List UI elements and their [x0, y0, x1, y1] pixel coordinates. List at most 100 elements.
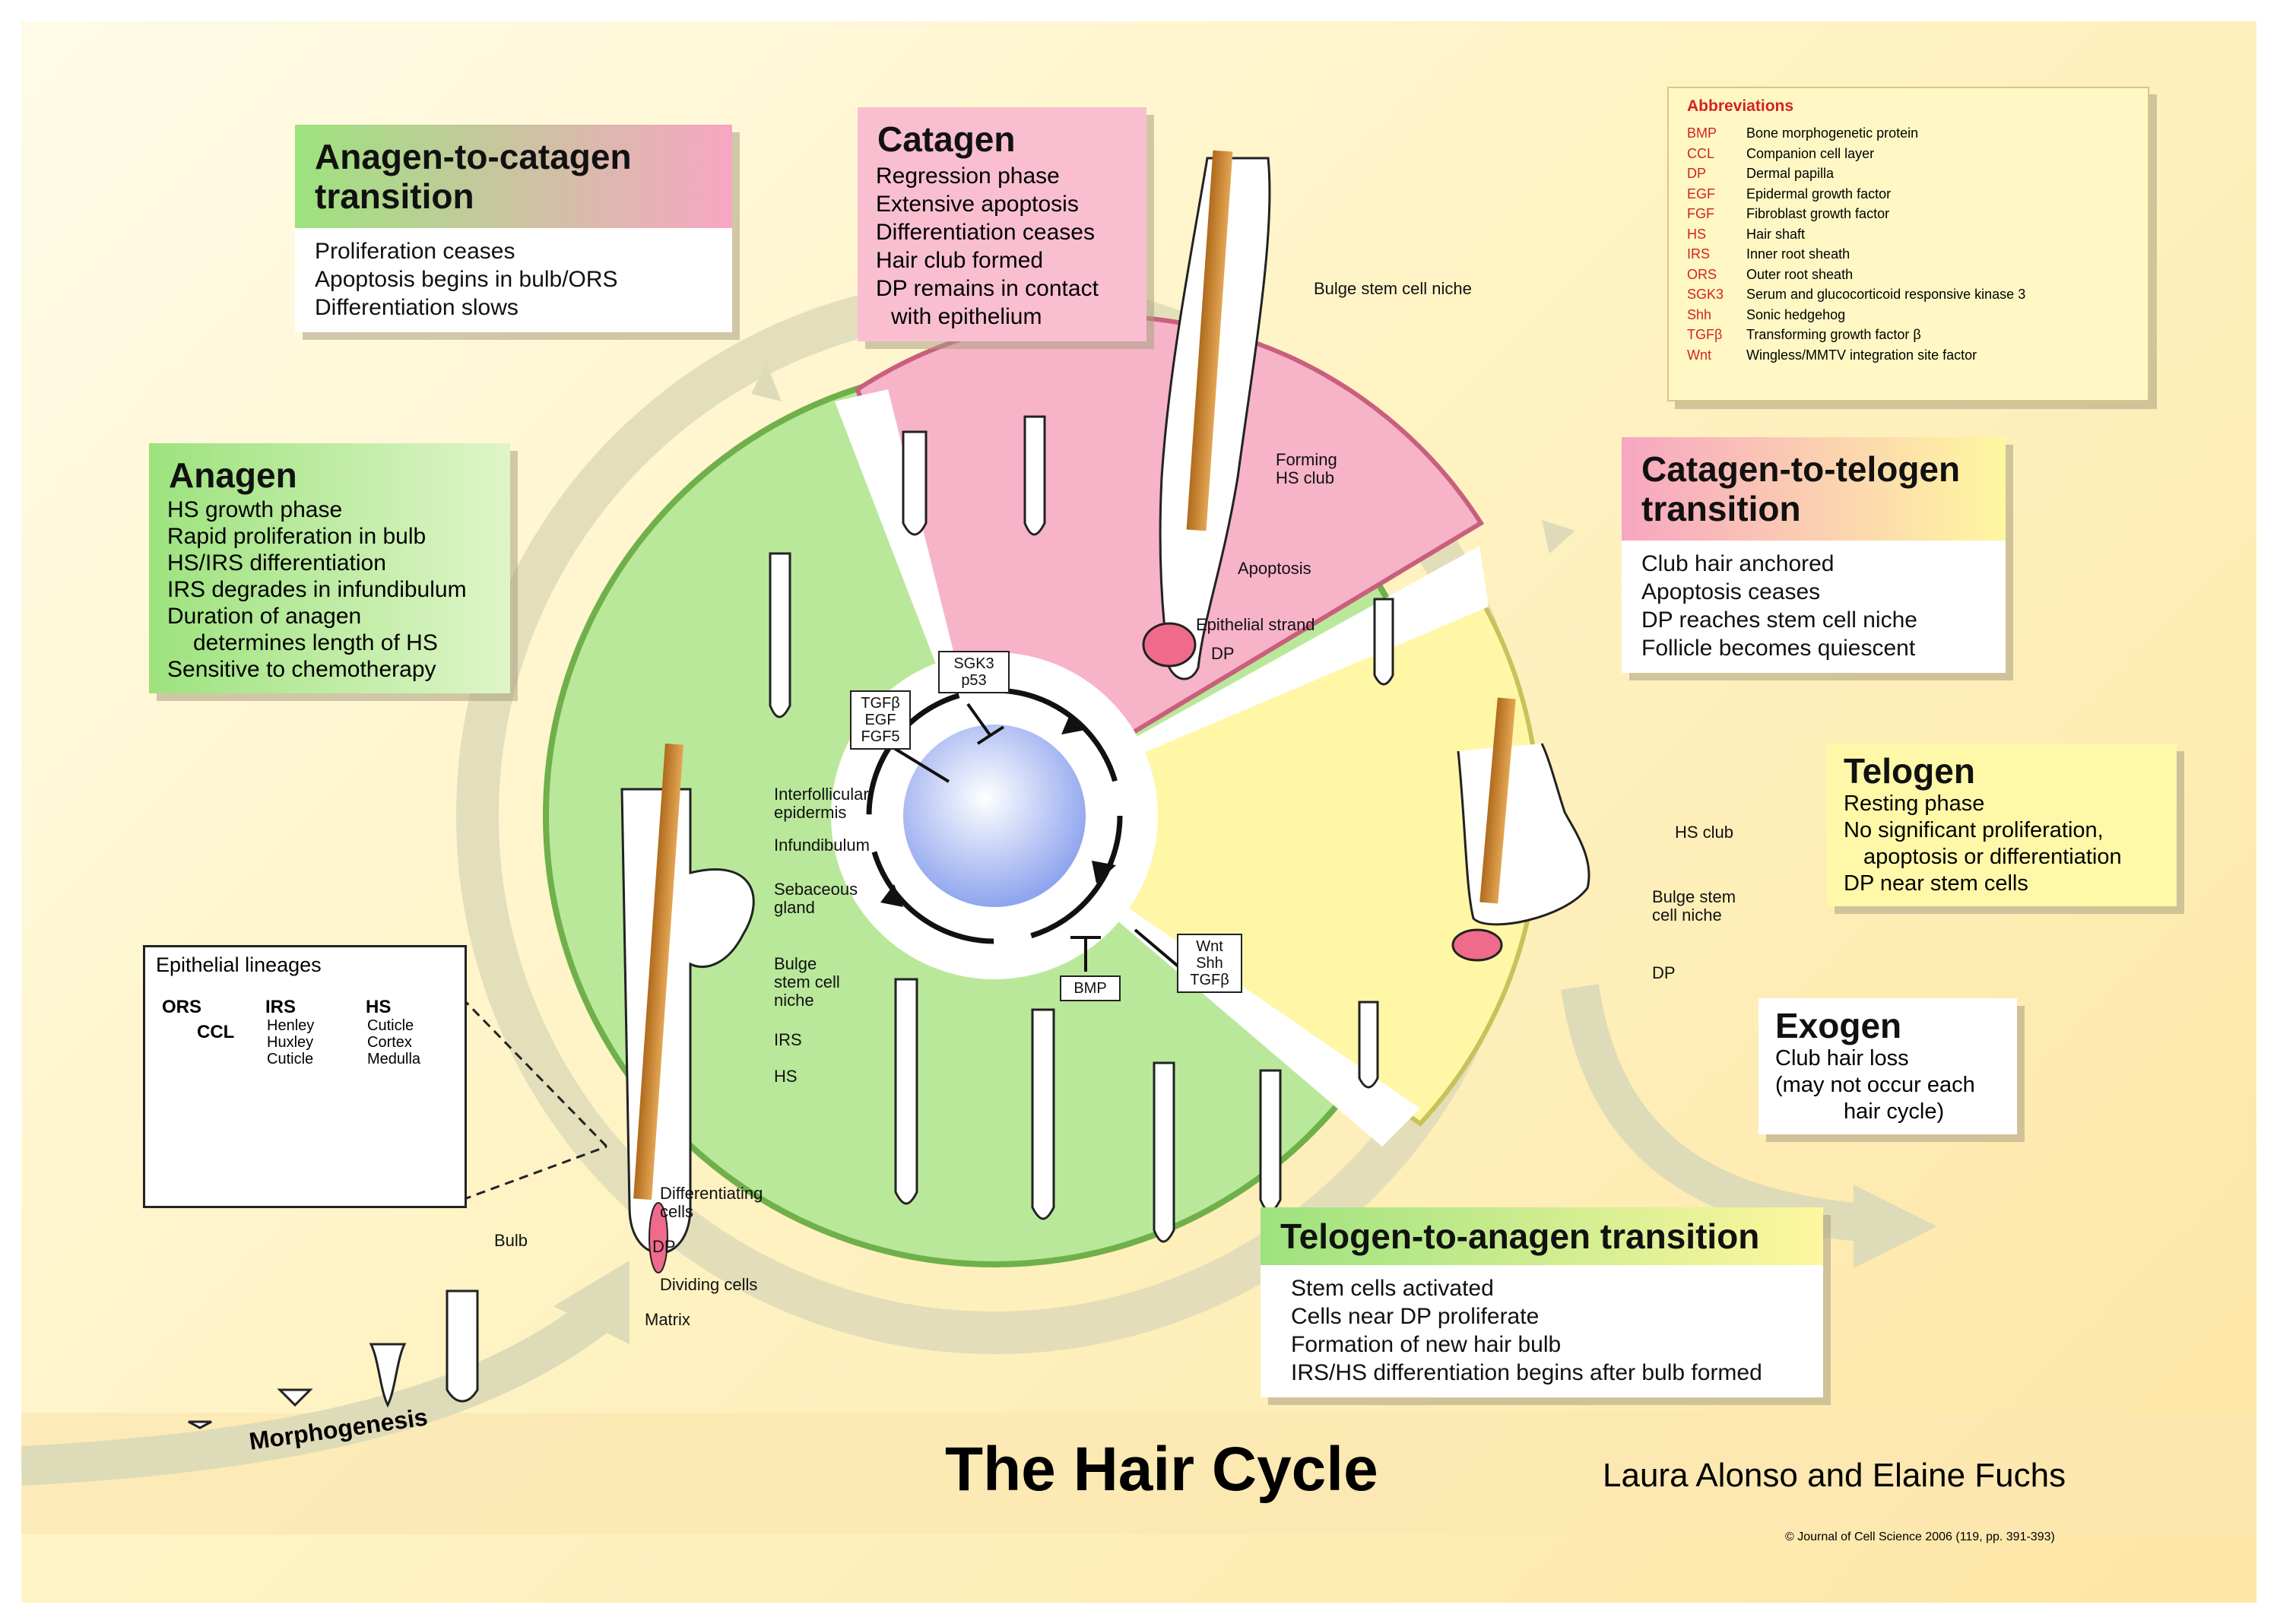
label-hs-club: HS club	[1675, 823, 1734, 842]
abbreviation-row: CCL Companion cell layer	[1687, 144, 2130, 164]
abbreviation-code: CCL	[1687, 145, 1715, 161]
catagen-box: Catagen Regression phase Extensive apopt…	[858, 107, 1146, 341]
abbreviation-meaning: Inner root sheath	[1746, 246, 1850, 262]
tgfb-activate-line	[885, 742, 950, 783]
abbreviation-meaning: Wingless/MMTV integration site factor	[1746, 347, 1977, 363]
footer-band	[21, 1413, 2256, 1534]
anagen-dp	[649, 1202, 668, 1274]
telogen-box: Telogen Resting phase No significant pro…	[1827, 744, 2177, 906]
label-dividing-cells: Dividing cells	[660, 1275, 758, 1294]
catagen-to-telogen-list: Club hair anchored Apoptosis ceases DP r…	[1622, 541, 2006, 673]
abbreviation-row: BMP Bone morphogenetic protein	[1687, 123, 2130, 144]
telogen-to-anagen-title: Telogen-to-anagen transition	[1261, 1207, 1823, 1265]
anagen-hair-shaft	[633, 743, 683, 1201]
abbreviation-code: Shh	[1687, 306, 1712, 322]
signal-bmp: BMP	[1060, 975, 1121, 1001]
label-matrix: Matrix	[645, 1310, 690, 1329]
abbreviation-meaning: Outer root sheath	[1746, 266, 1854, 282]
cycle-arrow	[1542, 520, 1575, 553]
label-bulb: Bulb	[494, 1231, 528, 1250]
abbreviation-code: FGF	[1687, 206, 1714, 221]
telogen-dp	[1451, 928, 1503, 962]
arrowhead	[1061, 713, 1086, 734]
abbreviation-row: FGF Fibroblast growth factor	[1687, 204, 2130, 224]
label-anagen-dp: DP	[652, 1237, 676, 1256]
anagen-to-catagen-list: Proliferation ceases Apoptosis begins in…	[295, 228, 732, 332]
abbreviation-meaning: Fibroblast growth factor	[1746, 206, 1890, 221]
label-irs: IRS	[774, 1030, 802, 1049]
abbreviations-title: Abbreviations	[1687, 97, 1794, 115]
abbreviation-code: IRS	[1687, 246, 1711, 262]
lineage-ors: ORS	[162, 997, 202, 1017]
abbreviation-meaning: Epidermal growth factor	[1746, 186, 1892, 201]
label-bulge-stem-cell-niche: Bulge stem cell niche	[1314, 279, 1472, 298]
abbreviation-meaning: Companion cell layer	[1746, 145, 1875, 161]
catagen-title: Catagen	[877, 119, 1016, 159]
label-infundibulum: Infundibulum	[774, 836, 870, 855]
catagen-to-telogen-box: Catagen-to-telogen transition Club hair …	[1622, 437, 2006, 673]
abbreviation-code: EGF	[1687, 186, 1716, 201]
lineage-zoom-line	[461, 997, 608, 1201]
telogen-to-anagen-box: Telogen-to-anagen transition Stem cells …	[1261, 1207, 1823, 1397]
abbreviation-meaning: Sonic hedgehog	[1746, 306, 1846, 322]
label-apoptosis: Apoptosis	[1238, 559, 1311, 578]
exogen-title: Exogen	[1775, 1006, 1902, 1045]
telogen-list: Resting phase No significant proliferati…	[1844, 791, 2122, 896]
poster: Anagen-to-catagen transition Proliferati…	[21, 21, 2256, 1603]
abbreviation-code: ORS	[1687, 266, 1717, 282]
bmp-inhibit-line	[1070, 936, 1101, 972]
abbreviation-meaning: Bone morphogenetic protein	[1746, 125, 1919, 141]
exogen-arrowhead	[1854, 1185, 1937, 1268]
anagen-to-catagen-box: Anagen-to-catagen transition Proliferati…	[295, 125, 732, 332]
abbreviation-row: Shh Sonic hedgehog	[1687, 305, 2130, 325]
lineage-hs-items: Cuticle Cortex Medulla	[367, 1017, 421, 1067]
telogen-hair-shaft	[1479, 697, 1516, 904]
abbreviation-code: SGK3	[1687, 287, 1724, 302]
cycle-arrow	[751, 363, 782, 401]
sgk3-inhibit-line	[966, 703, 1005, 745]
catagen-follicle	[1159, 157, 1271, 680]
authors: Laura Alonso and Elaine Fuchs	[1603, 1457, 2066, 1494]
hub-circle	[903, 725, 1086, 907]
telogen-follicle	[1457, 743, 1590, 926]
abbreviation-code: DP	[1687, 166, 1707, 181]
label-hs: HS	[774, 1067, 798, 1086]
label-catagen-dp: DP	[1211, 644, 1235, 663]
abbreviation-code: Wnt	[1687, 347, 1712, 363]
abbreviations-box: Abbreviations BMP Bone morphogenetic prot…	[1667, 87, 2149, 401]
catagen-to-telogen-title: Catagen-to-telogen transition	[1622, 437, 2006, 541]
catagen-list: Regression phase Extensive apoptosis Dif…	[876, 163, 1099, 329]
telogen-title: Telogen	[1844, 751, 1975, 791]
telogen-to-anagen-list: Stem cells activated Cells near DP proli…	[1261, 1265, 1823, 1397]
wnt-activate-line	[1134, 928, 1186, 973]
page-title: The Hair Cycle	[945, 1435, 1378, 1504]
credit-line: © Journal of Cell Science 2006 (119, pp.…	[1785, 1530, 2055, 1543]
abbreviation-meaning: Transforming growth factor β	[1746, 327, 1921, 342]
anagen-title: Anagen	[169, 455, 297, 495]
anagen-list: HS growth phase Rapid proliferation in b…	[167, 497, 467, 682]
label-epithelial-strand: Epithelial strand	[1196, 615, 1315, 634]
label-telogen-dp: DP	[1652, 963, 1676, 982]
exogen-box: Exogen Club hair loss (may not occur eac…	[1758, 998, 2017, 1134]
catagen-hair-shaft	[1186, 150, 1233, 531]
arrowhead	[880, 884, 903, 907]
abbreviation-meaning: Dermal papilla	[1746, 166, 1835, 181]
lineage-hs: HS	[366, 997, 392, 1017]
abbreviation-row: IRS Inner root sheath	[1687, 244, 2130, 265]
arrowhead	[1092, 861, 1116, 883]
morphogenesis-arrowhead	[553, 1261, 630, 1344]
abbreviation-code: BMP	[1687, 125, 1717, 141]
exogen-list: Club hair loss (may not occur each hair …	[1775, 1046, 1975, 1124]
hub-cycle-arrows	[866, 687, 1123, 944]
